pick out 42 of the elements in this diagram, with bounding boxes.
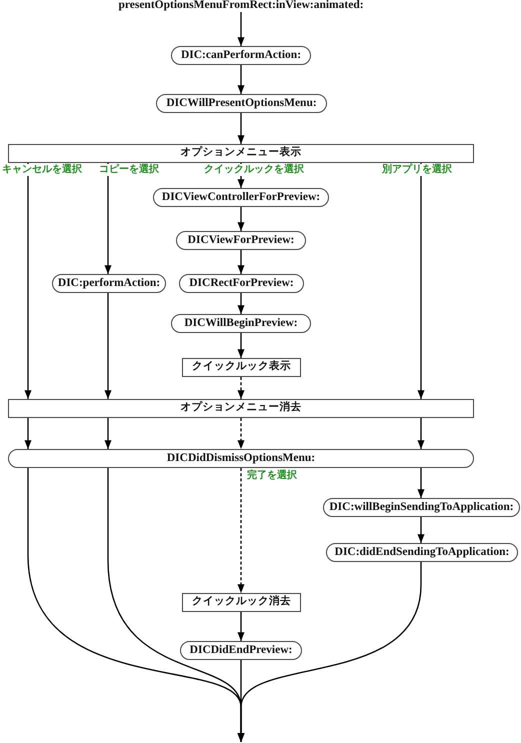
edge-label: クイックルックを選択 — [203, 164, 305, 176]
method-box: DIC:performAction: — [52, 274, 166, 293]
method-box: DICViewForPreview: — [176, 231, 306, 250]
arrow — [238, 113, 244, 144]
edge-label: キャンセルを選択 — [1, 164, 83, 176]
arrow — [238, 293, 244, 314]
arrow — [238, 418, 244, 449]
method-box: DICWillBeginPreview: — [171, 314, 311, 333]
arrow — [238, 250, 244, 274]
arrow — [238, 65, 244, 94]
method-box: DIC:canPerformAction: — [171, 46, 311, 65]
method-box: DIC:willBeginSendingToApplication: — [323, 498, 520, 517]
method-box: DICDidEndPreview: — [180, 641, 302, 660]
method-box: DIC:didEndSendingToApplication: — [326, 543, 518, 562]
arrow — [238, 333, 244, 358]
state-box: オプションメニュー表示 — [8, 144, 474, 163]
edge-label: 完了を選択 — [246, 470, 298, 482]
method-box: DICDidDismissOptionsMenu: — [8, 449, 474, 468]
arrow — [238, 377, 244, 399]
arrow — [104, 163, 112, 274]
arrow — [238, 12, 244, 46]
arrow — [238, 207, 244, 231]
method-box: DICWillPresentOptionsMenu: — [156, 94, 327, 113]
arrow — [418, 517, 424, 543]
arrow — [418, 468, 424, 498]
arrow — [24, 163, 32, 399]
call-text: presentOptionsMenuFromRect:inView:animated: — [111, 0, 371, 12]
arrow — [418, 418, 424, 449]
arrow — [238, 562, 422, 742]
arrow — [238, 468, 244, 593]
arrow — [104, 293, 112, 399]
edge-label: 別アプリを選択 — [381, 164, 453, 176]
arrow — [418, 163, 424, 399]
state-box: オプションメニュー消去 — [8, 399, 474, 418]
state-box: クイックルック消去 — [182, 593, 301, 612]
edge-label: コピーを選択 — [98, 164, 160, 176]
state-box: クイックルック表示 — [182, 358, 301, 377]
method-box: DICRectForPreview: — [179, 274, 304, 293]
arrow — [24, 418, 32, 449]
method-box: DICViewControllerForPreview: — [153, 188, 329, 207]
arrow — [238, 612, 244, 641]
arrow — [104, 418, 112, 449]
